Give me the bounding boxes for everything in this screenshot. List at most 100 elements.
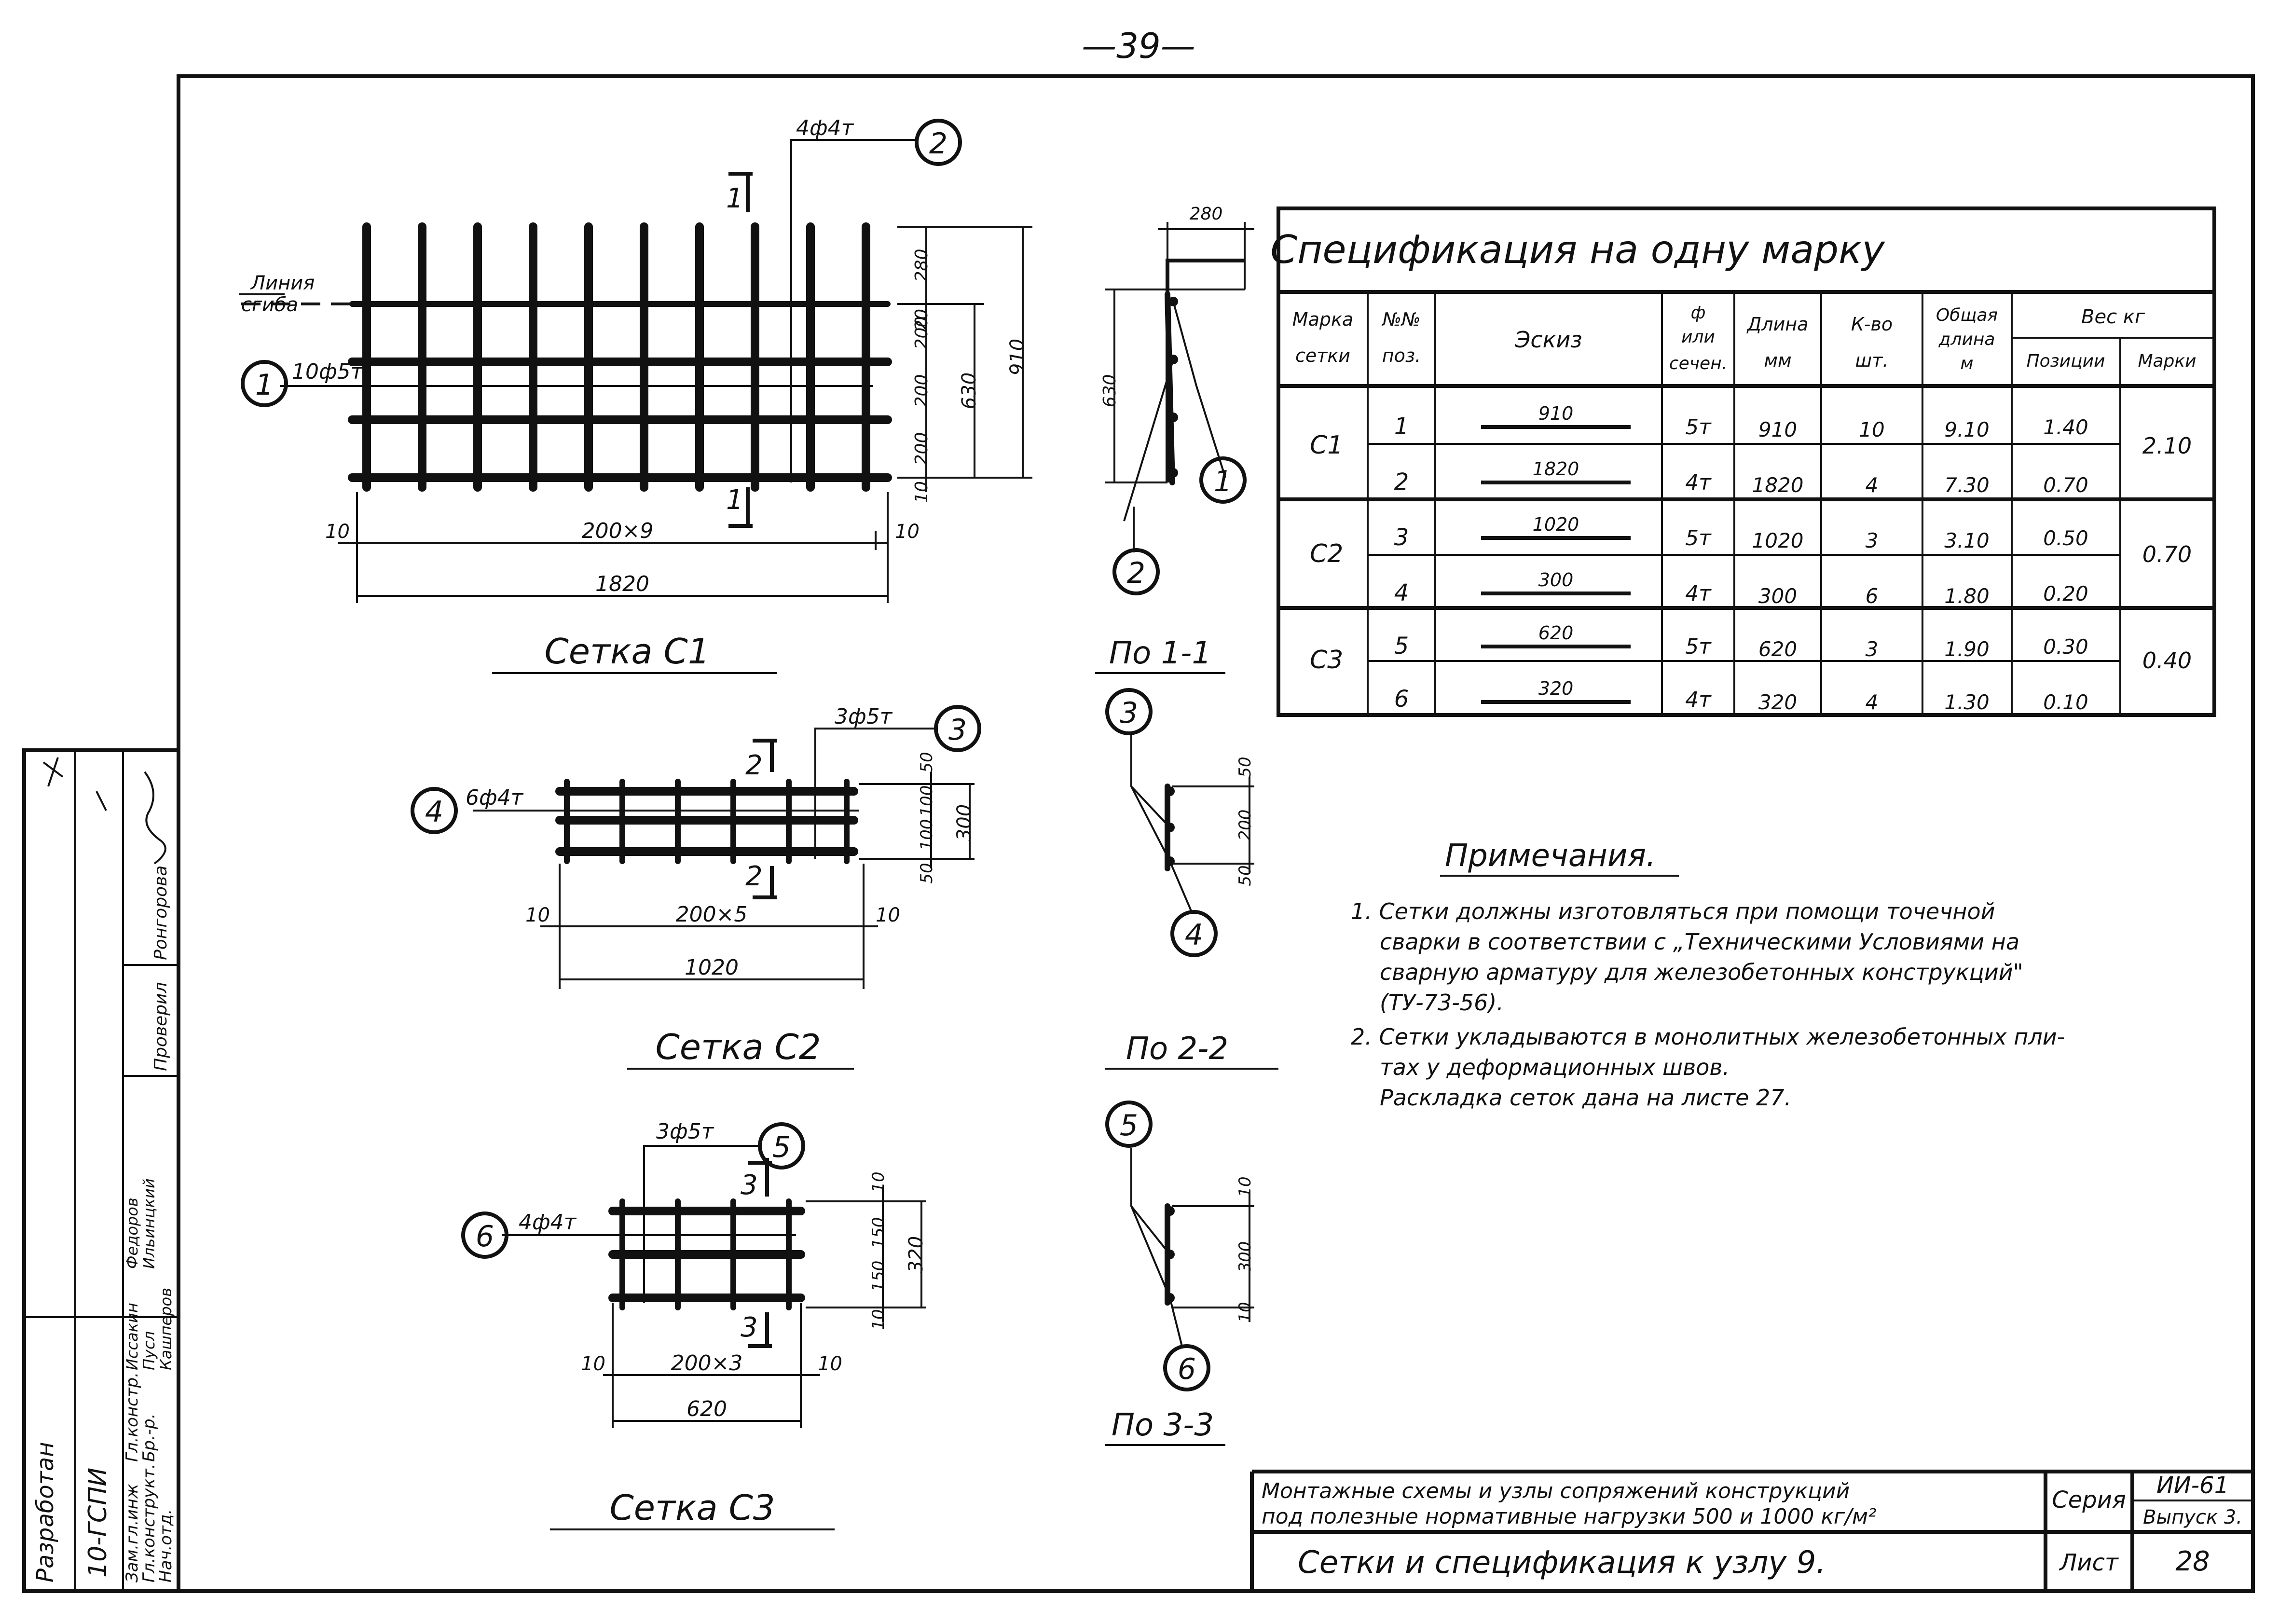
bar6-callout: 4ф4т (519, 1210, 577, 1235)
spec-row-1-weight: 1.40 (2043, 415, 2088, 439)
c1-dim-v-200b: 200 (912, 374, 932, 408)
mesh-c2-drawing (473, 728, 975, 1070)
signature-mark-2 (42, 757, 107, 811)
side-stamp-grid (22, 748, 180, 1593)
axis-label-line: Линия (250, 272, 315, 294)
spec-row-5-phi: 5т (1685, 634, 1712, 659)
spec-mark-c3: С3 (1310, 646, 1343, 674)
stamp-developed: Разработан (32, 1442, 59, 1583)
section-mark-3-top: 3 (741, 1170, 758, 1201)
bar3-callout: 3ф5т (835, 704, 893, 729)
c2-dim-300: 300 (953, 804, 975, 841)
spec-header-phi-1: ф (1691, 303, 1706, 323)
c3-dim-320: 320 (905, 1236, 927, 1273)
c1-dim-630: 630 (958, 372, 980, 409)
spec-row-6-weight: 0.10 (2043, 690, 2088, 714)
s33-pos-6-marker (1163, 1344, 1210, 1391)
page-number: —39— (1082, 26, 1195, 66)
pos-5-marker (758, 1122, 805, 1170)
c3-dim-150-bottom: 150 (869, 1261, 888, 1292)
title-sheet-value: 28 (2175, 1546, 2210, 1577)
title-sheet-title: Сетки и спецификация к узлу 9. (1298, 1545, 1826, 1581)
spec-row-3-weight: 0.50 (2043, 526, 2088, 550)
section-mark-2-bottom: 2 (745, 861, 763, 892)
spec-row-1-pos: 1 (1394, 413, 1409, 440)
spec-row-5-length: 620 (1758, 637, 1797, 661)
title-desc-line-2: под полезные нормативные нагрузки 500 и … (1262, 1504, 1877, 1529)
c3-dim-spacing: 200×3 (671, 1351, 743, 1376)
stamp-name-2: Пусл (140, 1331, 158, 1370)
s22-pos-4-label: 4 (1185, 918, 1203, 952)
c1-dim-end-right: 10 (895, 521, 920, 543)
c2-dim-total: 1020 (685, 955, 739, 980)
notes-line-7: Раскладка сеток дана на листе 27. (1380, 1085, 1791, 1111)
section-2-2-drawing (1105, 733, 1278, 1070)
s22-dim-50-top: 50 (1236, 757, 1255, 777)
bar2-callout: 4ф4т (796, 116, 854, 140)
spec-header-sketch: Эскиз (1514, 327, 1582, 353)
stamp-name-4: Федоров (123, 1197, 141, 1269)
spec-header-mark-1: Марка (1292, 309, 1353, 330)
axis-label-bend: сгиба (241, 294, 298, 316)
spec-row-5-total: 1.90 (1944, 637, 1990, 661)
spec-row-2-qty: 4 (1866, 473, 1879, 497)
spec-row-1-qty: 10 (1859, 418, 1884, 441)
c3-dim-150-top: 150 (869, 1217, 888, 1249)
spec-row-3-pos: 3 (1394, 524, 1409, 551)
c2-dim-50-bottom: 50 (917, 863, 936, 883)
spec-header-total-2: длина (1938, 330, 1995, 349)
pos-2-marker (915, 119, 962, 166)
spec-row-4-phi: 4т (1685, 581, 1712, 606)
s22-pos-3-marker (1105, 688, 1153, 735)
section-mark-1-top: 1 (726, 183, 743, 214)
stamp-role-5: Бр.-р. (139, 1414, 159, 1462)
bar1-callout: 10ф5т (292, 359, 364, 384)
c1-dim-v-20: 20 (912, 309, 932, 331)
spec-row-6-qty: 4 (1866, 690, 1879, 714)
spec-mark-c1: С1 (1310, 431, 1343, 460)
spec-mark-c2: С2 (1310, 539, 1343, 568)
bar4-callout: 6ф4т (466, 785, 524, 810)
title-desc-line-1: Монтажные схемы и узлы сопряжений констр… (1262, 1479, 1850, 1503)
signature-mark (144, 771, 166, 865)
pos-3-marker (934, 705, 981, 752)
spec-row-4-weight: 0.20 (2043, 582, 2088, 606)
c1-dim-spacing: 200×9 (582, 519, 654, 543)
s33-pos-5-marker (1105, 1101, 1153, 1148)
notes-line-3: сварную арматуру для железобетонных конс… (1380, 959, 2023, 985)
stamp-name-5: Ильинцкий (140, 1178, 158, 1269)
spec-row-5-pos: 5 (1394, 633, 1409, 660)
s22-pos-4-marker (1170, 910, 1218, 957)
mesh-c1-title: Сетка С1 (544, 631, 710, 672)
stamp-name-3: Кашперов (157, 1288, 175, 1370)
spec-header-mark-2: сетки (1295, 345, 1350, 366)
spec-row-3-qty: 3 (1866, 529, 1879, 552)
c1-dim-v-200c: 200 (912, 432, 932, 466)
section-mark-2-top: 2 (745, 750, 763, 781)
c1-dim-end-left: 10 (325, 521, 350, 543)
mesh-c3-title: Сетка С3 (609, 1487, 775, 1528)
pos-1-marker (241, 360, 288, 407)
stamp-role-3: Нач.отд. (156, 1509, 176, 1583)
notes-title: Примечания. (1445, 838, 1656, 874)
spec-row-1-total: 9.10 (1944, 418, 1990, 441)
spec-header-pos-2: поз. (1382, 345, 1421, 366)
s33-dim-300: 300 (1236, 1241, 1255, 1273)
title-block-grid (1250, 1470, 2253, 1591)
pos-2-label: 2 (929, 127, 947, 161)
spec-mark-c2-weight: 0.70 (2142, 541, 2192, 567)
pos-4-label: 4 (425, 795, 443, 829)
spec-row-4-qty: 6 (1866, 584, 1879, 608)
spec-header-weight-pos: Позиции (2027, 351, 2105, 371)
title-series-label: Серия (2052, 1486, 2126, 1514)
spec-row-4-length: 300 (1758, 584, 1797, 608)
spec-row-6-length: 320 (1758, 690, 1797, 714)
s22-dim-50-bottom: 50 (1236, 865, 1255, 886)
pos-3-label: 3 (948, 713, 967, 747)
c1-dim-v-280: 280 (912, 249, 932, 282)
spec-row-3-length: 1020 (1752, 529, 1804, 552)
spec-header-phi-3: сечен. (1669, 354, 1727, 373)
mesh-c2-title: Сетка С2 (655, 1027, 821, 1067)
spec-header-weight: Вес кг (2081, 306, 2145, 328)
spec-header-total-3: м (1960, 354, 1973, 373)
